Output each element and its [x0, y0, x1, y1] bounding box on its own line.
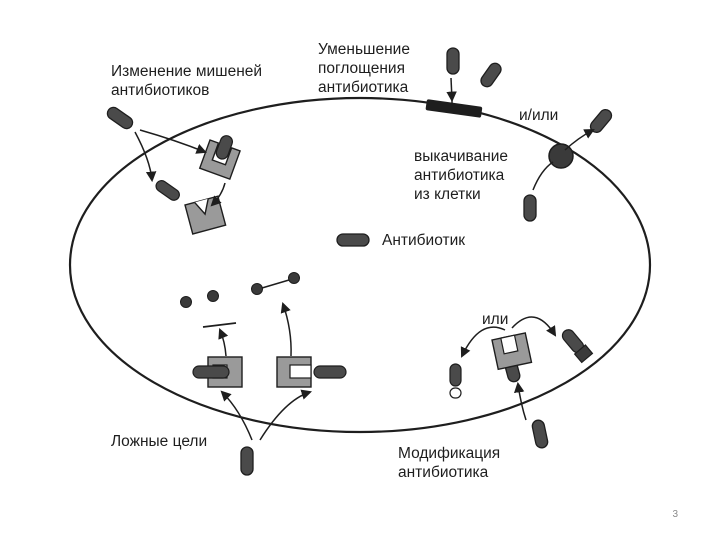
arrow-icon	[210, 182, 226, 207]
antibiotic-legend-capsule	[336, 233, 370, 247]
label-modification: Модификация антибиотика	[398, 445, 501, 481]
label-target-change: Изменение мишеней антибиотиков	[111, 63, 263, 99]
decoy-target-right	[276, 356, 347, 388]
fragment-dot	[288, 272, 300, 284]
antibiotic-capsule-icon	[155, 180, 180, 201]
arrow-icon	[220, 390, 253, 441]
label-efflux: выкачивание антибиотика из клетки	[414, 148, 509, 203]
arrow-icon	[532, 161, 554, 191]
label-reduced-uptake: Уменьшение поглощения антибиотика	[318, 41, 410, 96]
fragment-dot	[207, 290, 219, 302]
arrow-icon	[139, 129, 207, 154]
antibiotic-capsule-icon	[523, 194, 537, 222]
inhibition-bar	[202, 322, 237, 328]
arrow-icon	[513, 381, 527, 421]
label-decoys: Ложные цели	[111, 433, 208, 450]
arrow-icon	[134, 131, 157, 183]
fragment-dot	[180, 296, 192, 308]
fragment-dot	[251, 283, 263, 295]
arrow-icon	[460, 326, 506, 358]
antibiotic-capsule-icon	[446, 47, 460, 75]
modified-antibiotic-left-tip	[449, 387, 462, 399]
arrow-icon	[218, 328, 229, 357]
arrow-icon	[446, 77, 457, 103]
page-number: 3	[672, 509, 678, 520]
modified-antibiotic-right	[561, 329, 594, 364]
antibiotic-capsule-icon	[240, 446, 254, 476]
modified-antibiotic-left	[449, 363, 462, 387]
target-receptor-icon	[198, 135, 241, 181]
modifying-enzyme	[491, 332, 533, 371]
antibiotic-capsule-icon	[106, 106, 134, 130]
cell-membrane	[68, 96, 652, 434]
decoy-target-left	[192, 356, 243, 388]
label-antibiotic-legend: Антибиотик	[382, 232, 466, 249]
arrow-icon	[280, 302, 292, 357]
target-receptor-icon	[184, 195, 227, 235]
label-or: или	[482, 311, 509, 328]
arrow-icon	[511, 316, 557, 337]
label-and-or: и/или	[519, 107, 559, 124]
antibiotic-capsule-icon	[531, 419, 549, 449]
membrane-barrier-icon	[425, 99, 483, 118]
arrow-icon	[564, 129, 595, 151]
antibiotic-capsule-icon	[480, 62, 502, 88]
arrow-icon	[259, 389, 312, 441]
efflux-pump-icon	[548, 143, 574, 169]
